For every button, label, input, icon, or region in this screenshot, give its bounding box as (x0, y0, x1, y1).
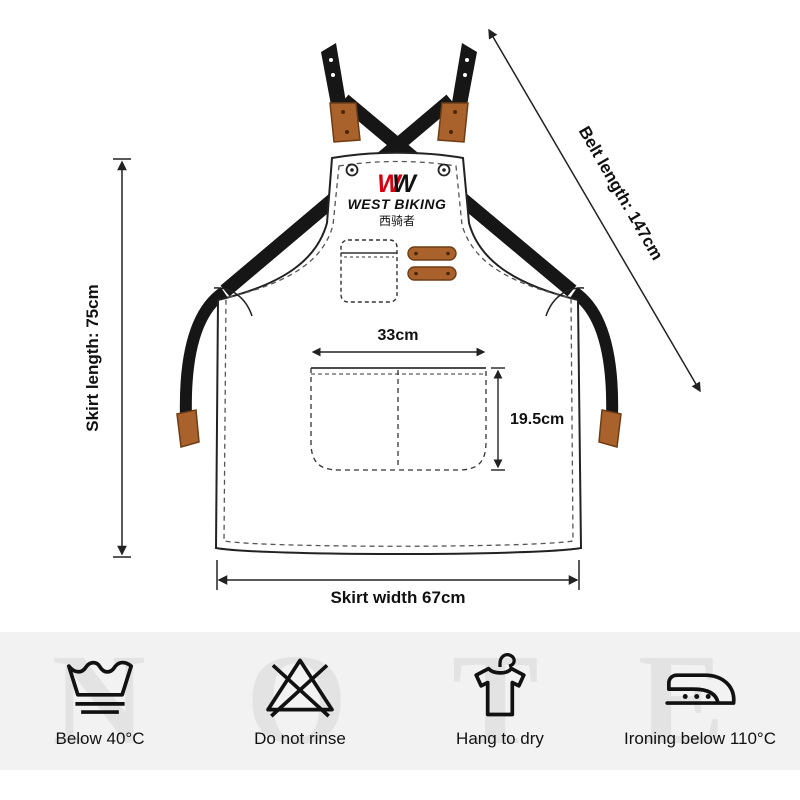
brand-name: WEST BIKING (348, 196, 447, 212)
waist-tie-left (179, 287, 228, 419)
belt-length-label: Belt length: 147cm (575, 123, 667, 263)
apron-body (214, 151, 583, 555)
care-label-wash: Below 40°C (55, 729, 145, 748)
care-items: Below 40°C Do not rinse (0, 632, 800, 770)
care-item-hang-dry: Hang to dry (400, 632, 600, 770)
watermark-letter-o: O (246, 632, 348, 770)
corner-stitch-left (213, 287, 253, 317)
wash-below-40-icon (59, 644, 141, 726)
care-label-iron: Ironing below 110°C (623, 729, 777, 748)
dim-skirt-width (216, 560, 580, 590)
pocket-width-label: 33cm (378, 327, 419, 344)
dim-belt-length (488, 28, 701, 393)
iron-below-110-icon (659, 644, 741, 726)
grommets (345, 163, 451, 177)
dim-skirt-length (113, 158, 131, 558)
pocket-depth-label: 19.5cm (510, 411, 564, 428)
tie-tip-right (598, 409, 622, 448)
leather-pen-holders (407, 246, 457, 281)
do-not-rinse-icon (259, 644, 341, 726)
watermark-letter-t: T (452, 632, 539, 770)
brand-logo: W W WEST BIKING 西骑者 (348, 170, 447, 228)
skirt-length-label: Skirt length: 75cm (83, 284, 102, 431)
adjuster-right (437, 102, 469, 143)
adjuster-left (329, 102, 361, 143)
tie-leather-tips (176, 409, 622, 448)
watermark-letter-n: N (52, 632, 146, 770)
tie-tip-left (176, 409, 200, 448)
care-label-no-rinse: Do not rinse (254, 729, 346, 748)
watermark-letter-e: E (638, 632, 725, 770)
main-pocket (310, 367, 487, 471)
care-label-hang-dry: Hang to dry (456, 729, 544, 748)
care-item-wash: Below 40°C (0, 632, 200, 770)
chest-pocket (340, 239, 398, 303)
care-item-no-rinse: Do not rinse (200, 632, 400, 770)
logo-mark-red: W (377, 170, 403, 198)
brand-chinese: 西骑者 (379, 214, 415, 228)
care-item-iron: Ironing below 110°C (600, 632, 800, 770)
apron-diagram: W W WEST BIKING 西骑者 (83, 28, 701, 607)
logo-mark-black: W (392, 170, 418, 198)
strap-adjusters (329, 102, 469, 143)
dim-pocket-depth (491, 367, 505, 471)
hang-to-dry-icon (459, 644, 541, 726)
care-instructions-band: N O T E Below 40°C (0, 632, 800, 770)
skirt-width-label: Skirt width 67cm (330, 588, 465, 607)
